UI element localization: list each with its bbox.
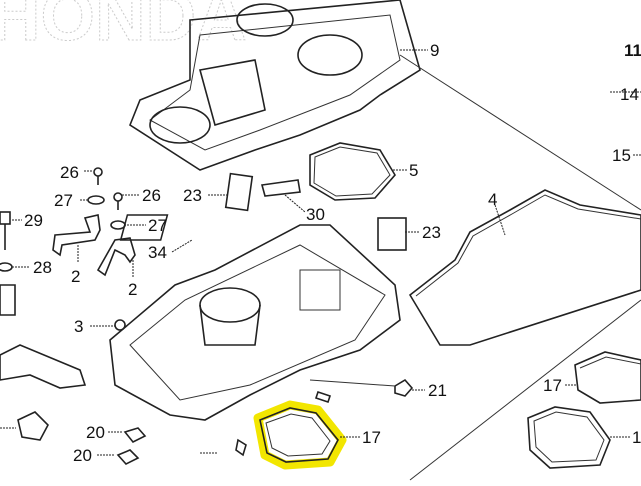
screw-part-26[interactable] bbox=[93, 167, 103, 185]
washer-part-27[interactable] bbox=[87, 195, 105, 205]
pad-part-23[interactable] bbox=[224, 172, 254, 212]
callout-2b: 2 bbox=[128, 280, 137, 299]
callout-17b: 17 bbox=[543, 376, 562, 395]
gasket-part-17b[interactable] bbox=[574, 351, 641, 404]
side-part bbox=[0, 284, 16, 316]
callout-23b: 23 bbox=[422, 223, 441, 242]
bracket-part-2[interactable] bbox=[52, 214, 101, 257]
callout-30: 30 bbox=[306, 205, 325, 224]
screw-part-26b[interactable] bbox=[113, 192, 123, 210]
washer-part-27b[interactable] bbox=[110, 220, 126, 230]
callout-28: 28 bbox=[33, 258, 52, 277]
callout-15: 15 bbox=[612, 146, 631, 165]
callout-29: 29 bbox=[24, 211, 43, 230]
lower-housing[interactable] bbox=[109, 224, 401, 421]
clip-part-30[interactable] bbox=[260, 179, 301, 197]
callout-14: 14 bbox=[620, 85, 639, 104]
callout-17: 17 bbox=[362, 428, 381, 447]
nut-part-21[interactable] bbox=[394, 378, 414, 397]
gasket-part-4[interactable] bbox=[408, 189, 641, 346]
pad-part-23b[interactable] bbox=[377, 217, 407, 251]
callout-23: 23 bbox=[183, 186, 202, 205]
bracket-part-2b[interactable] bbox=[96, 237, 136, 277]
callout-27b: 27 bbox=[148, 216, 167, 235]
side-bracket bbox=[0, 344, 87, 389]
callout-9: 9 bbox=[430, 41, 439, 60]
callout-1: 1 bbox=[632, 428, 641, 447]
callout-11: 11 bbox=[624, 41, 641, 60]
gasket-part-1[interactable] bbox=[527, 406, 611, 469]
callout-27: 27 bbox=[54, 191, 73, 210]
callout-20b: 20 bbox=[73, 446, 92, 465]
washer-part-28[interactable] bbox=[0, 262, 13, 272]
callout-26b: 26 bbox=[142, 186, 161, 205]
callout-20: 20 bbox=[86, 423, 105, 442]
callout-2: 2 bbox=[71, 267, 80, 286]
callout-5: 5 bbox=[409, 161, 418, 180]
grommet-part bbox=[17, 411, 49, 441]
callout-3: 3 bbox=[74, 317, 83, 336]
gasket-part-17-highlight[interactable] bbox=[253, 400, 347, 470]
callout-26: 26 bbox=[60, 163, 79, 182]
callout-21: 21 bbox=[428, 381, 447, 400]
watermark: HONDA bbox=[0, 0, 247, 55]
bolt-part-29[interactable] bbox=[0, 211, 11, 250]
nut-part-20b[interactable] bbox=[116, 449, 140, 465]
gasket-part-5[interactable] bbox=[309, 142, 396, 201]
callout-34: 34 bbox=[148, 243, 167, 262]
callout-4: 4 bbox=[488, 190, 497, 209]
nut-part-20[interactable] bbox=[123, 427, 147, 444]
upper-cover-part-9[interactable] bbox=[129, 0, 421, 171]
